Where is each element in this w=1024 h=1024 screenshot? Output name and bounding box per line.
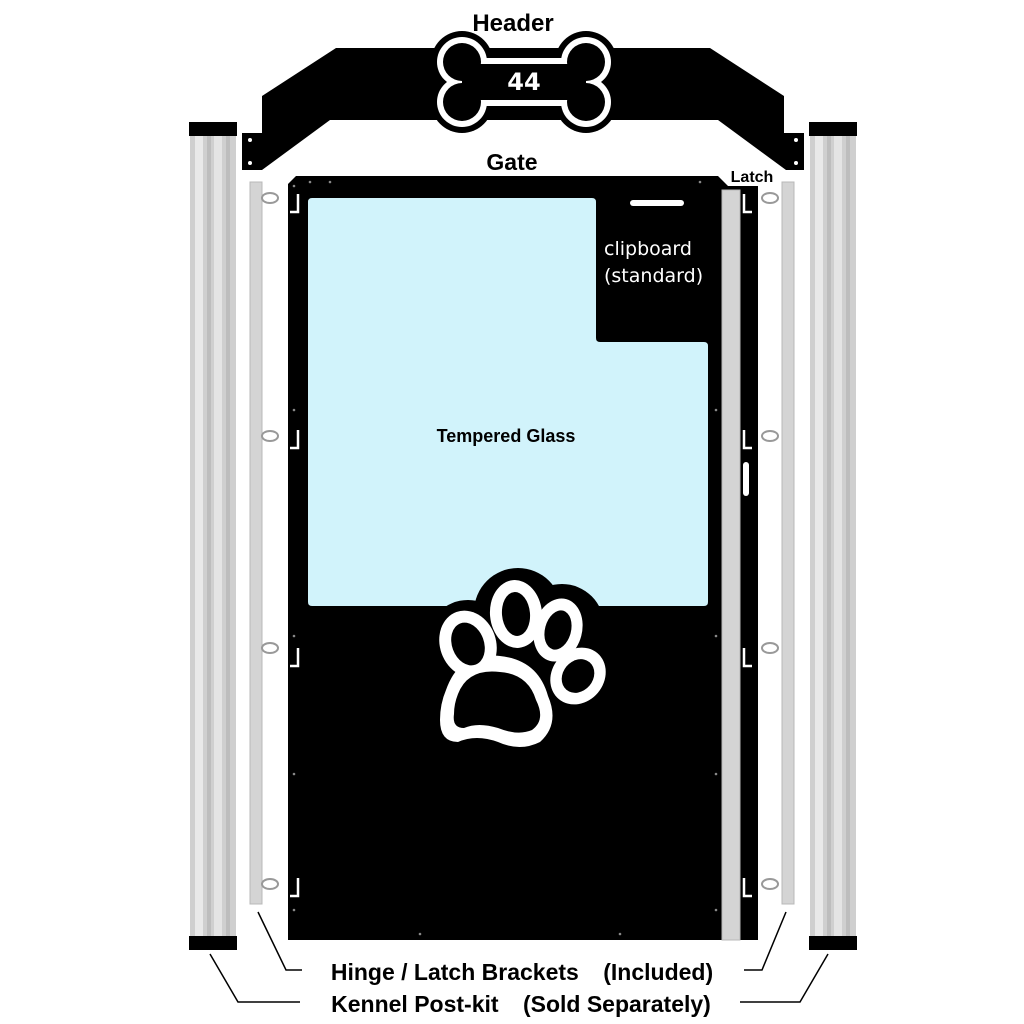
brackets-label: Hinge / Latch Brackets (Included) [331,959,713,985]
header-label: Header [472,10,553,37]
clipboard-label-line2: (standard) [604,265,703,287]
clipboard-label-line1: clipboard [604,238,692,260]
bone-icon: 44 [431,31,617,133]
latch-slot [743,462,749,496]
posts-leader-lines [209,953,829,1003]
brackets-note: (Included) [603,959,713,985]
brackets-leader-lines [257,911,787,971]
glass-label: Tempered Glass [437,426,576,446]
latch-plate [721,189,741,941]
clipboard-slot [630,200,684,206]
kennel-post-right [809,122,857,950]
tempered-glass-pane [308,198,708,606]
brackets-name: Hinge / Latch Brackets [331,959,579,985]
latch-bracket-bar-right [761,181,795,905]
posts-label: Kennel Post-kit (Sold Separately) [331,991,711,1017]
paw-print-icon [426,568,620,762]
posts-note: (Sold Separately) [523,991,711,1017]
kennel-post-left [189,122,237,950]
gate-label: Gate [486,149,537,175]
latch-label: Latch [731,169,774,186]
posts-name: Kennel Post-kit [331,991,499,1017]
hinge-bracket-bar-left [249,181,279,905]
header-number: 44 [507,68,540,96]
